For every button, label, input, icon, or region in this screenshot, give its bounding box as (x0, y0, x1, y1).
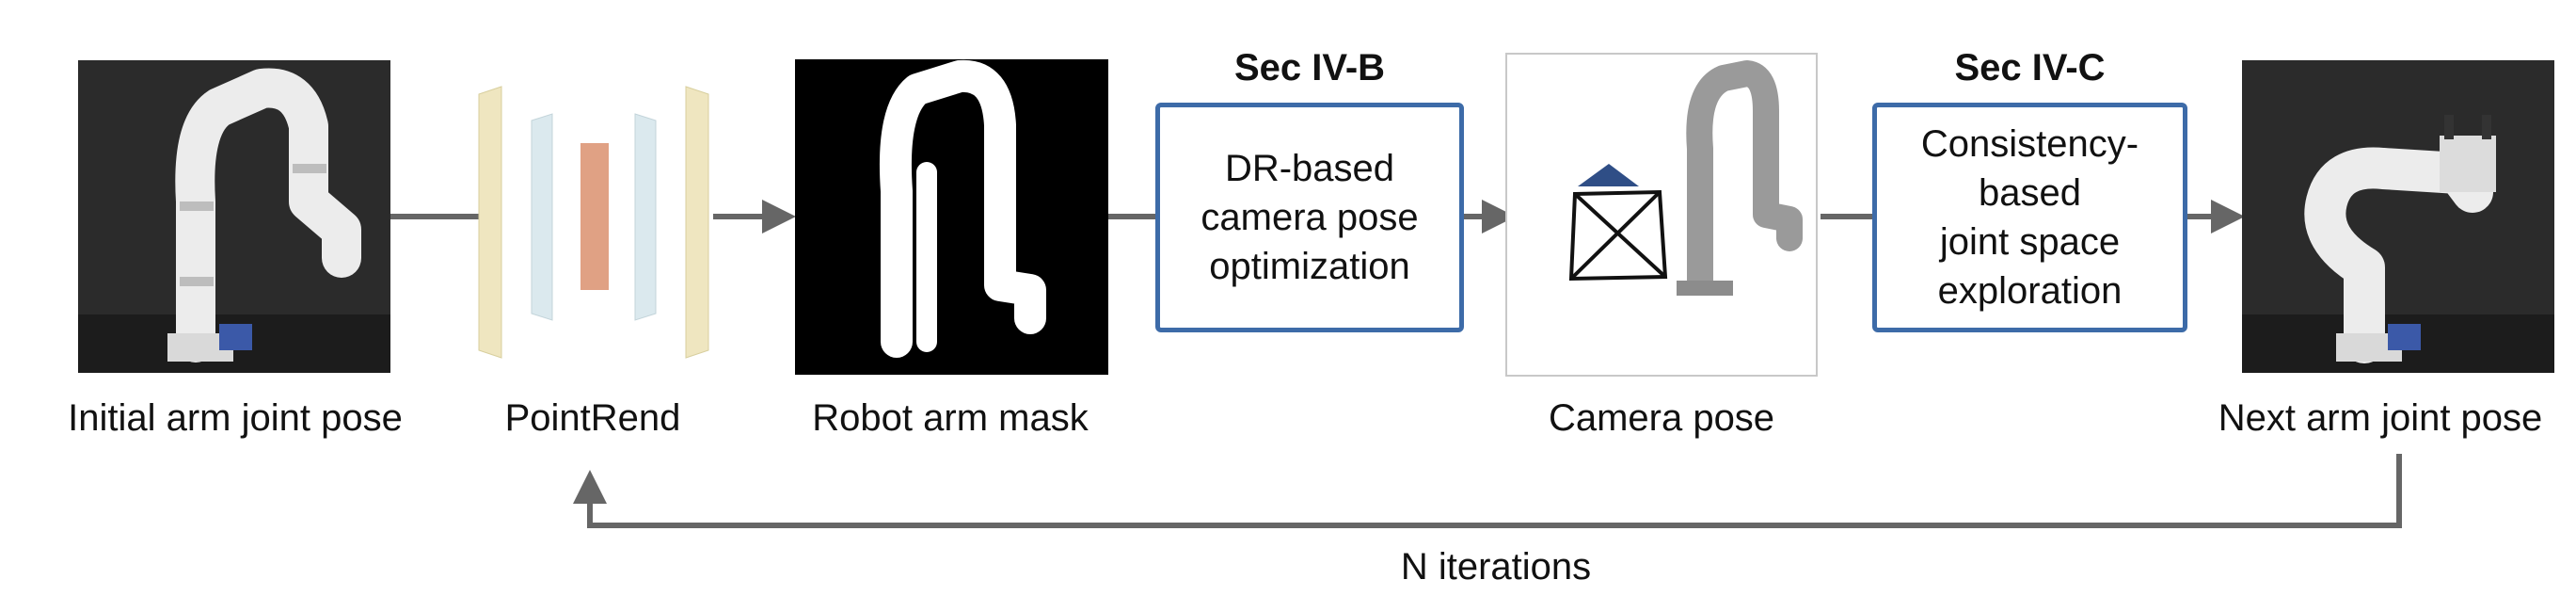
layer-blue-left (531, 113, 553, 321)
camera-pose-panel (1505, 53, 1818, 377)
dr-box-line-1: DR-based (1224, 148, 1395, 189)
dr-camera-pose-optimization-box: DR-based camera pose optimization (1155, 103, 1464, 332)
dr-box-line-3: optimization (1209, 246, 1410, 287)
rendered-arm-icon (1677, 60, 1803, 296)
consistency-box-line-1: Consistency- (1920, 123, 2139, 165)
layer-orange-center (580, 143, 609, 290)
caption-next-arm-joint-pose: Next arm joint pose (2218, 397, 2543, 439)
caption-robot-arm-mask: Robot arm mask (812, 397, 1089, 439)
layer-yellow-left (478, 86, 502, 359)
layer-yellow-right (685, 86, 709, 359)
feedback-loop-arrow (573, 454, 2402, 528)
pointrend-network-icon (478, 86, 709, 359)
robot-arm-mask-image (795, 59, 1108, 375)
initial-arm-photo (78, 60, 390, 373)
caption-camera-pose: Camera pose (1548, 397, 1775, 439)
layer-blue-right (634, 113, 657, 321)
consistency-box-line-4: exploration (1937, 270, 2123, 312)
caption-pointrend: PointRend (504, 397, 681, 439)
robot-arm-image (78, 60, 390, 373)
next-arm-photo (2242, 60, 2554, 373)
section-label-iv-c: Sec IV-C (1954, 47, 2106, 89)
loop-label-n-iterations: N iterations (1400, 546, 1592, 588)
consistency-box-line-3: joint space (1939, 221, 2121, 263)
consistency-box-line-2: based (1979, 172, 2081, 214)
robot-arm-image (2242, 60, 2554, 373)
caption-initial-arm-joint-pose: Initial arm joint pose (68, 397, 403, 439)
camera-frustum-icon (1568, 164, 1668, 282)
dr-box-line-2: camera pose (1201, 197, 1419, 238)
section-label-iv-b: Sec IV-B (1233, 47, 1386, 89)
consistency-joint-space-exploration-box: Consistency- based joint space explorati… (1872, 103, 2187, 332)
